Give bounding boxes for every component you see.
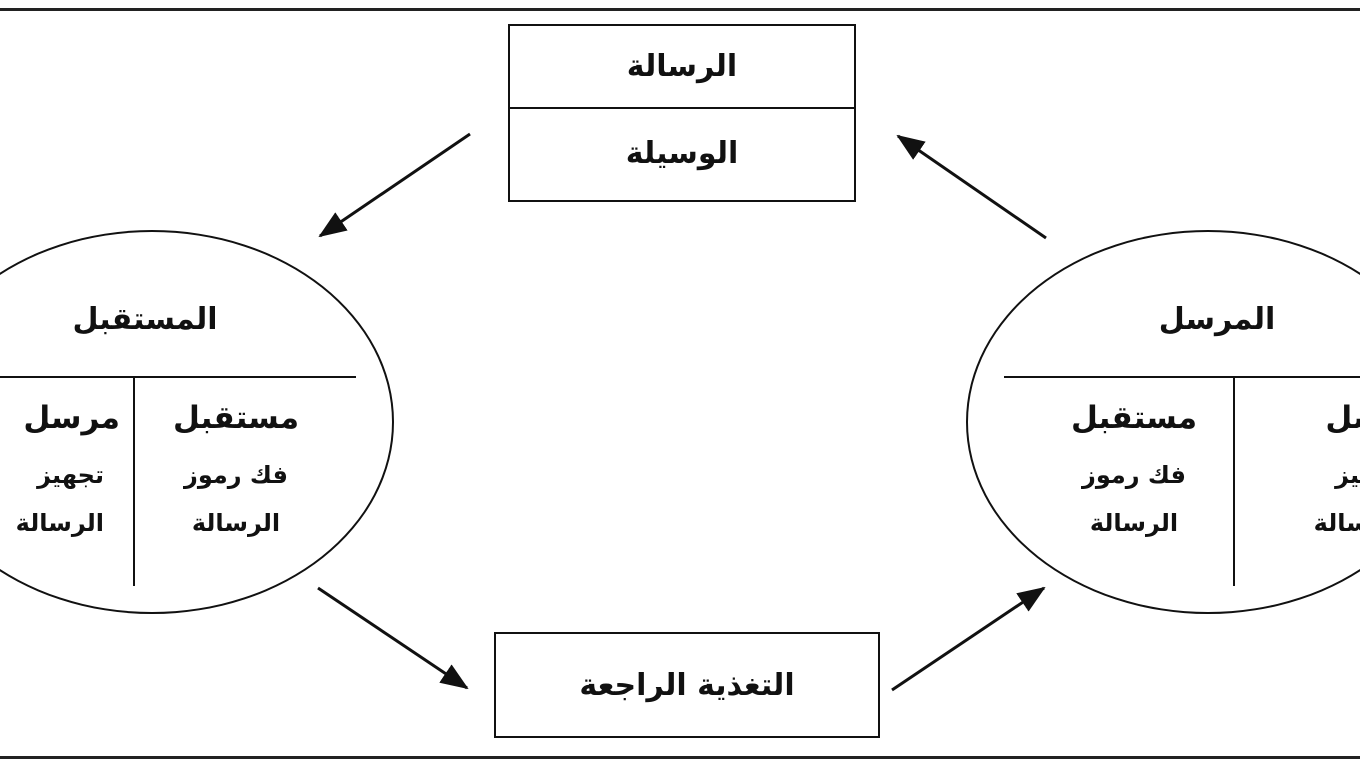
sender-decoder-head: مستقبل bbox=[1070, 400, 1198, 436]
sender-divider-horizontal bbox=[1004, 376, 1360, 378]
receiver-decoder-line2: الرسالة bbox=[191, 509, 281, 537]
receiver-encoder-line1: تجهيز bbox=[37, 461, 104, 489]
sender-decoder-line1: فك رموز bbox=[1082, 461, 1186, 489]
receiver-decoder-head: مستقبل bbox=[172, 400, 300, 436]
arrow-sender-to-message bbox=[896, 134, 1047, 240]
sender-encoder-line1: تجهيز bbox=[1335, 461, 1360, 489]
arrow-receiver-to-feedback bbox=[317, 586, 469, 690]
receiver-divider-horizontal bbox=[0, 376, 356, 378]
bottom-border bbox=[0, 756, 1360, 759]
receiver-title: المستقبل bbox=[72, 302, 218, 337]
message-label: الرسالة bbox=[510, 26, 854, 109]
arrow-feedback-to-sender bbox=[891, 586, 1046, 692]
feedback-label: التغذية الراجعة bbox=[579, 667, 795, 703]
sender-encoder-head: مرسل bbox=[1325, 400, 1360, 436]
receiver-decoder-line1: فك رموز bbox=[184, 461, 288, 489]
message-box: الرسالة الوسيلة bbox=[508, 24, 856, 202]
receiver-encoder-head: مرسل bbox=[23, 400, 120, 436]
sender-divider-vertical bbox=[1233, 378, 1235, 586]
sender-encoder-line2: الرسالة bbox=[1313, 509, 1360, 537]
top-border bbox=[0, 8, 1360, 11]
feedback-box: التغذية الراجعة bbox=[494, 632, 880, 738]
sender-decoder-line2: الرسالة bbox=[1089, 509, 1179, 537]
receiver-divider-vertical bbox=[133, 378, 135, 586]
arrow-message-to-receiver bbox=[318, 132, 471, 238]
receiver-encoder-line2: الرسالة bbox=[15, 509, 104, 537]
medium-label: الوسيلة bbox=[625, 136, 739, 171]
sender-title: المرسل bbox=[1158, 302, 1276, 337]
